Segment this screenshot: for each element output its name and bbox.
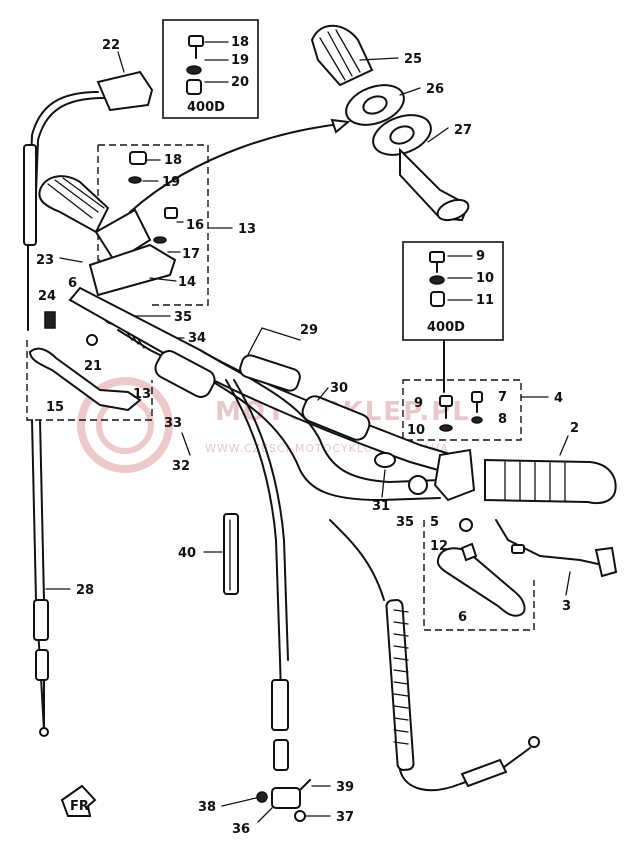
label-2: 2 — [570, 421, 579, 436]
label-18: 18 — [231, 35, 249, 50]
right-grip-2: 2 — [484, 421, 617, 505]
label-22: 22 — [102, 38, 120, 53]
label-27: 27 — [454, 123, 472, 138]
front-direction-arrow: FR — [60, 784, 97, 817]
clutch-lever-group: 15 13 — [26, 340, 153, 421]
washer-icon — [128, 176, 142, 184]
label-26: 26 — [426, 82, 444, 97]
label-13: 13 — [238, 222, 256, 237]
label-35b: 35 — [396, 515, 414, 530]
right-grip-assembly: 25 26 27 — [129, 24, 472, 222]
throttle-cable-center — [225, 379, 289, 771]
inset-box-400d-left: 18 19 20 400D — [162, 19, 259, 119]
label-8: 8 — [498, 412, 507, 427]
screw-icon — [188, 35, 204, 59]
label-25: 25 — [404, 52, 422, 67]
clutch-lever — [28, 347, 142, 412]
screw-icon — [164, 207, 178, 219]
label-34: 34 — [188, 331, 206, 346]
inset-code-right: 400D — [427, 320, 465, 335]
decompression-cable — [329, 519, 540, 792]
label-31: 31 — [372, 499, 390, 514]
label-15: 15 — [46, 400, 64, 415]
label-6b: 6 — [68, 276, 77, 291]
label-19: 19 — [231, 53, 249, 68]
label-18b: 18 — [164, 153, 182, 168]
kill-switch: 3 — [495, 519, 618, 614]
label-24: 24 — [38, 289, 56, 304]
throttle-cable: 22 — [23, 38, 154, 331]
label-13b: 13 — [133, 387, 151, 402]
label-11: 11 — [476, 293, 494, 308]
label-38: 38 — [198, 800, 216, 815]
brake-lever-group: 5 12 6 — [423, 448, 535, 631]
label-16: 16 — [186, 218, 204, 233]
brake-lever — [436, 547, 526, 617]
washer-icon — [186, 65, 202, 75]
bolt-icon — [44, 311, 56, 329]
label-21: 21 — [84, 359, 102, 374]
screw-icon — [129, 151, 147, 165]
collar-icon — [186, 79, 202, 95]
inset-box-400d-right: 9 10 11 400D — [402, 241, 504, 393]
label-3: 3 — [562, 599, 571, 614]
label-9b: 9 — [414, 396, 423, 411]
label-29: 29 — [300, 323, 318, 338]
label-23: 23 — [36, 253, 54, 268]
label-17: 17 — [182, 247, 200, 262]
label-37: 37 — [336, 810, 354, 825]
cable-adjuster-group: 38 39 37 36 — [198, 779, 354, 837]
label-35: 35 — [174, 310, 192, 325]
label-4: 4 — [554, 391, 563, 406]
label-10: 10 — [476, 271, 494, 286]
label-40: 40 — [178, 546, 196, 561]
cable-tie: 40 — [178, 513, 239, 595]
label-36: 36 — [232, 822, 250, 837]
right-side-fittings: 31 35 — [372, 452, 428, 530]
label-14: 14 — [178, 275, 196, 290]
label-9: 9 — [476, 249, 485, 264]
label-33: 33 — [164, 416, 182, 431]
throttle-grip-assembly: 14 23 6 — [36, 175, 196, 297]
label-20: 20 — [231, 75, 249, 90]
handlebar-pad: 29 30 — [239, 323, 371, 441]
inset-code-left: 400D — [187, 100, 225, 115]
left-grip-33: 33 32 — [154, 350, 216, 474]
label-5: 5 — [430, 515, 439, 530]
label-28: 28 — [76, 583, 94, 598]
clutch-cable: 28 — [31, 419, 94, 737]
label-39: 39 — [336, 780, 354, 795]
washer-icon — [153, 236, 167, 244]
arrow-fr-text: FR — [70, 799, 89, 814]
label-7: 7 — [498, 390, 507, 405]
label-30: 30 — [330, 381, 348, 396]
label-6: 6 — [458, 610, 467, 625]
brake-holder-group: 4 9 10 7 8 — [402, 379, 563, 441]
label-10b: 10 — [407, 423, 425, 438]
label-32: 32 — [172, 459, 190, 474]
